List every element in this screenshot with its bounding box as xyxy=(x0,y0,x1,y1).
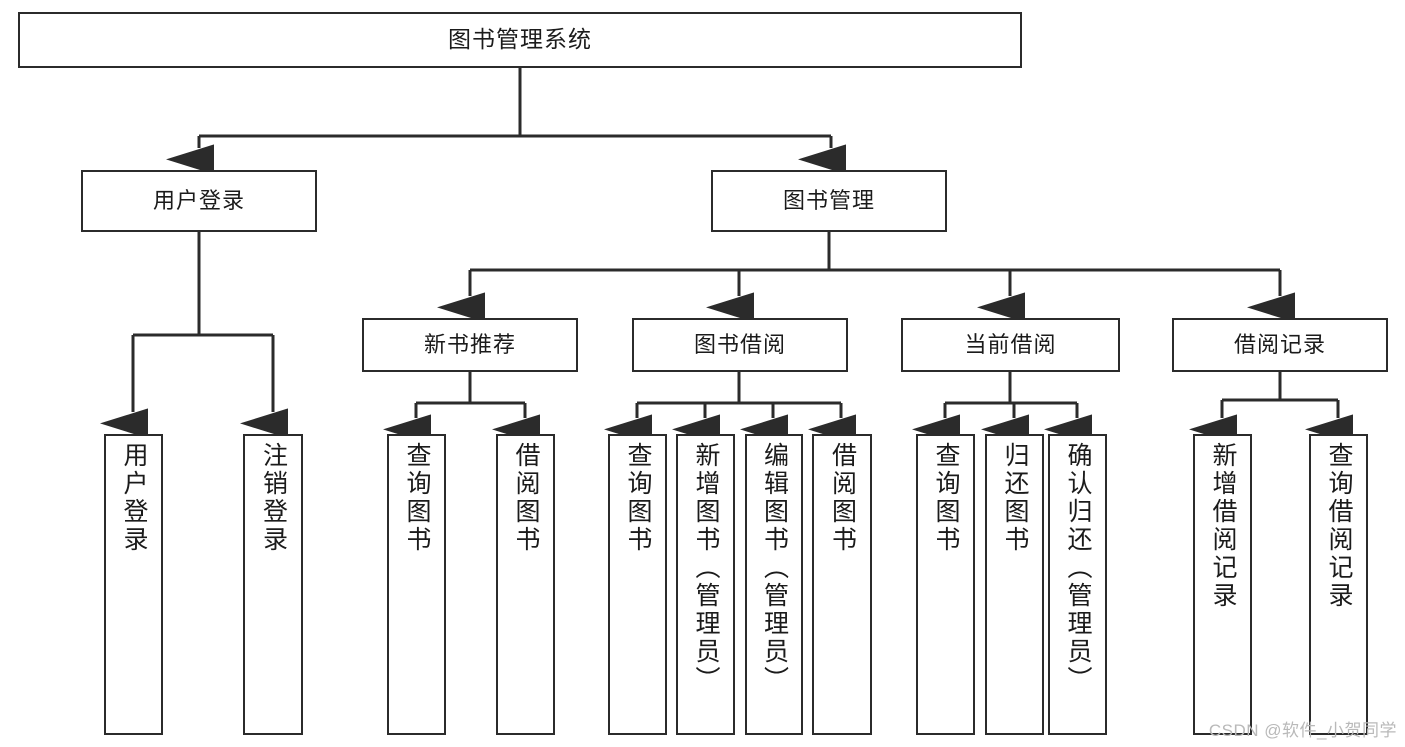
node-leaf-edit-book-label: 编辑图书（管理员） xyxy=(760,442,789,694)
node-root-label: 图书管理系统 xyxy=(448,26,592,53)
node-borrow-record[interactable]: 借阅记录 xyxy=(1172,318,1388,372)
node-leaf-add-book[interactable]: 新增图书（管理员） xyxy=(676,434,735,735)
node-leaf-logout[interactable]: 注销登录 xyxy=(243,434,303,735)
watermark: CSDN @软件_小贺同学 xyxy=(1208,721,1397,740)
node-leaf-confirm-return[interactable]: 确认归还（管理员） xyxy=(1048,434,1107,735)
node-leaf-query-book-2-label: 查询图书 xyxy=(624,442,652,554)
node-leaf-borrow-book-2-label: 借阅图书 xyxy=(828,442,857,554)
node-leaf-add-book-label: 新增图书（管理员） xyxy=(692,442,720,694)
node-leaf-query-book-2[interactable]: 查询图书 xyxy=(608,434,667,735)
node-leaf-borrow-book-1-label: 借阅图书 xyxy=(512,442,540,554)
node-new-book-rec-label: 新书推荐 xyxy=(423,332,516,358)
node-leaf-logout-label: 注销登录 xyxy=(259,442,288,554)
node-leaf-user-login[interactable]: 用户登录 xyxy=(104,434,163,735)
node-leaf-borrow-book-2[interactable]: 借阅图书 xyxy=(812,434,872,735)
node-leaf-confirm-return-label: 确认归还（管理员） xyxy=(1064,442,1092,694)
node-book-borrow[interactable]: 图书借阅 xyxy=(632,318,848,372)
node-book-manage[interactable]: 图书管理 xyxy=(711,170,947,232)
node-leaf-query-book-1[interactable]: 查询图书 xyxy=(387,434,446,735)
node-book-manage-label: 图书管理 xyxy=(782,188,875,214)
node-leaf-user-login-label: 用户登录 xyxy=(120,442,148,554)
node-current-borrow[interactable]: 当前借阅 xyxy=(901,318,1120,372)
node-user-login-label: 用户登录 xyxy=(152,188,245,214)
node-root[interactable]: 图书管理系统 xyxy=(18,12,1022,68)
node-leaf-add-record[interactable]: 新增借阅记录 xyxy=(1193,434,1252,735)
node-borrow-record-label: 借阅记录 xyxy=(1233,332,1326,358)
node-leaf-query-book-1-label: 查询图书 xyxy=(403,442,431,554)
node-new-book-rec[interactable]: 新书推荐 xyxy=(362,318,578,372)
node-book-borrow-label: 图书借阅 xyxy=(693,332,786,358)
node-current-borrow-label: 当前借阅 xyxy=(964,332,1057,358)
node-leaf-return-book-label: 归还图书 xyxy=(1001,442,1029,554)
node-leaf-query-record-label: 查询借阅记录 xyxy=(1325,442,1353,610)
node-leaf-add-record-label: 新增借阅记录 xyxy=(1209,442,1237,610)
node-leaf-query-book-3-label: 查询图书 xyxy=(932,442,960,554)
node-leaf-query-record[interactable]: 查询借阅记录 xyxy=(1309,434,1368,735)
node-leaf-query-book-3[interactable]: 查询图书 xyxy=(916,434,975,735)
node-leaf-borrow-book-1[interactable]: 借阅图书 xyxy=(496,434,555,735)
node-leaf-edit-book[interactable]: 编辑图书（管理员） xyxy=(745,434,803,735)
node-leaf-return-book[interactable]: 归还图书 xyxy=(985,434,1044,735)
node-user-login[interactable]: 用户登录 xyxy=(81,170,317,232)
